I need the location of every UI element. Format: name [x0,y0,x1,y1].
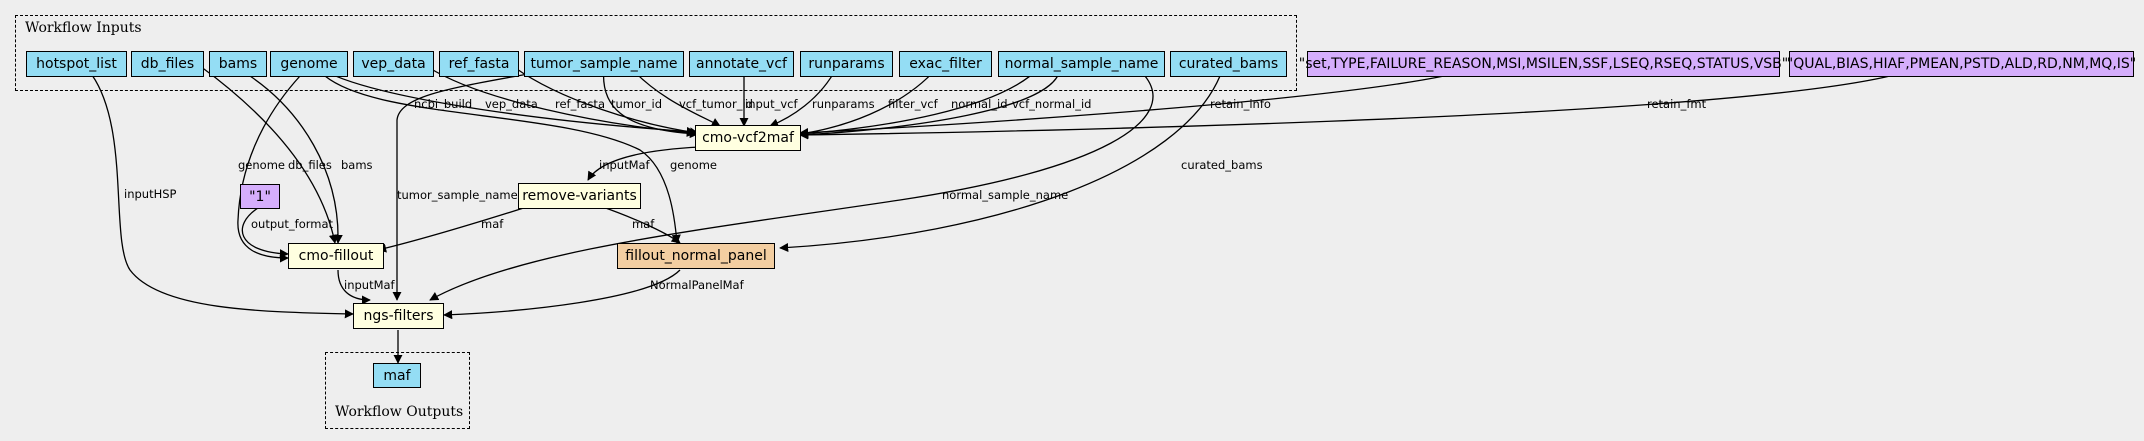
workflow-outputs-label: Workflow Outputs [335,404,464,420]
edge-normal-name-vcf-normal-id [799,66,1061,140]
output-maf[interactable]: maf [373,363,421,388]
edge-label-vep-data: vep_data [485,97,538,111]
edge-genome-fillout [237,75,301,263]
edge-bams-fillout [249,75,343,244]
edge-label-normal-sample-name: normal_sample_name [942,188,1068,202]
literal-output-format[interactable]: "1" [240,184,280,209]
edge-label-curated-bams: curated_bams [1181,158,1263,172]
edge-label-db-files: db_files [288,158,332,172]
edge-remove-variants-panel [599,205,681,244]
edge-label-tumor-sample-name: tumor_sample_name [397,188,518,202]
edge-label-runparams: runparams [812,97,875,111]
step-cmo-vcf2maf[interactable]: cmo-vcf2maf [695,125,801,151]
literal-retain-fmt[interactable]: "QUAL,BIAS,HIAF,PMEAN,PSTD,ALD,RD,NM,MQ,… [1787,51,2136,77]
edge-exac-filter-vcf2maf [799,66,939,138]
edge-label-NormalPanelMaf: NormalPanelMaf [650,278,745,292]
workflow-inputs-cluster [15,15,1297,91]
step-remove-variants[interactable]: remove-variants [518,183,641,209]
edge-fillout-ngs-filters [337,269,371,305]
input-tumor-sample-name[interactable]: tumor_sample_name [524,51,684,77]
edge-label-ref-fasta: ref_fasta [555,97,605,111]
input-ref-fasta[interactable]: ref_fasta [439,51,519,77]
edge-label-input-vcf: input_vcf [745,97,798,111]
edge-label-vcf-tumor-id: vcf_tumor_id [679,97,753,111]
edge-literal-one-fillout [241,207,289,259]
edge-label-genome-fillout: genome [238,158,285,172]
edge-label-ncbi-build: ncbi_build [414,97,472,111]
workflow-inputs-label: Workflow Inputs [25,20,142,36]
edge-label-tumor-id: tumor_id [611,97,662,111]
step-ngs-filters[interactable]: ngs-filters [353,303,444,329]
input-annotate-vcf[interactable]: annotate_vcf [689,51,794,77]
input-hotspot-list[interactable]: hotspot_list [26,51,127,77]
edge-normal-name-ngs-filters [429,75,1154,301]
edge-ref-fasta-vcf2maf [513,66,699,137]
step-cmo-fillout[interactable]: cmo-fillout [288,243,384,269]
edge-label-genome-panel: genome [670,158,717,172]
input-bams[interactable]: bams [209,51,267,77]
edge-curated-bams-fillout-panel [779,75,1221,253]
step-fillout-normal-panel[interactable]: fillout_normal_panel [617,243,775,269]
edge-genome-vcf2maf [317,66,696,136]
edge-label-inputMaf-rv: inputMaf [599,158,651,172]
input-exac-filter[interactable]: exac_filter [899,51,992,77]
edge-label-retain-info: retain_info [1210,97,1271,111]
edge-label-retain-fmt: retain_fmt [1647,97,1707,111]
input-runparams[interactable]: runparams [800,51,893,77]
edge-vcf2maf-remove-variants [587,146,701,181]
edge-remove-variants-fillout [377,205,531,253]
edge-label-maf-fillout: maf [481,217,504,231]
literal-retain-info[interactable]: "set,TYPE,FAILURE_REASON,MSI,MSILEN,SSF,… [1299,51,1788,77]
edge-genome-fillout-panel [324,75,681,244]
input-normal-sample-name[interactable]: normal_sample_name [998,51,1165,77]
edge-tumor-name-tumor-id [602,66,699,139]
edge-label-normal-id: normal_id [951,97,1008,111]
edge-label-vcf-normal-id: vcf_normal_id [1012,97,1091,111]
workflow-outputs-cluster [325,352,470,429]
edge-label-maf-panel: maf [632,217,655,231]
edge-retain-info-vcf2maf [799,75,1445,138]
input-db-files[interactable]: db_files [131,51,204,77]
edge-label-bams: bams [341,158,373,172]
input-vep-data[interactable]: vep_data [353,51,434,77]
edge-db-files-fillout [199,65,338,244]
edge-label-output-format: output_format [251,217,334,231]
edge-panel-ngs-filters [443,269,681,320]
edge-retain-fmt-vcf2maf [799,75,1891,140]
edge-label-inputMaf-ngs: inputMaf [344,278,396,292]
edge-label-inputHSP: inputHSP [124,187,177,201]
input-genome[interactable]: genome [270,51,348,77]
input-curated-bams[interactable]: curated_bams [1170,51,1287,77]
edge-label-filter-vcf: filter_vcf [888,97,939,111]
edge-hotspot-ngs-filters [91,74,354,319]
